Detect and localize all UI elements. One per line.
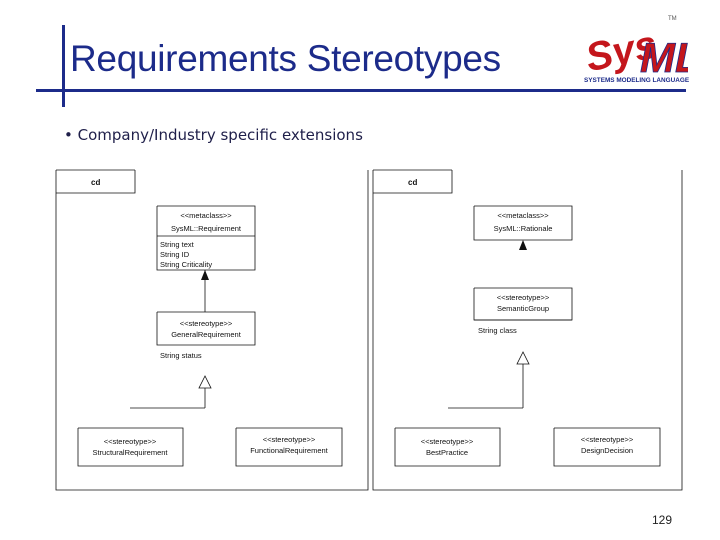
logo-ml-text: ML xyxy=(640,34,688,78)
right-child-1-name: BestPractice xyxy=(426,448,468,457)
left-child-box-1 xyxy=(77,427,184,467)
right-frame-label: cd xyxy=(408,178,417,187)
right-diagram xyxy=(372,169,683,491)
left-child-2-name: FunctionalRequirement xyxy=(250,446,328,455)
title-vertical-rule xyxy=(62,25,65,107)
right-frame-border xyxy=(372,170,683,491)
right-child-2-name: DesignDecision xyxy=(581,446,633,455)
left-child-box-2 xyxy=(235,427,343,467)
left-frame-border xyxy=(55,170,369,491)
left-metaclass-name: SysML::Requirement xyxy=(171,224,242,233)
right-generalization-triangle xyxy=(516,351,530,365)
left-general-name: GeneralRequirement xyxy=(171,330,242,339)
left-general-box xyxy=(156,311,256,346)
left-child-2-stereotype: <<stereotype>> xyxy=(263,435,316,444)
trademark-mark: TM xyxy=(668,16,677,22)
bullet-text: • Company/Industry specific extensions xyxy=(64,126,363,144)
left-metaclass-attr-2: String ID xyxy=(160,250,190,259)
title-horizontal-rule xyxy=(36,89,686,92)
left-child-1-stereotype: <<stereotype>> xyxy=(104,437,157,446)
right-child-box-2 xyxy=(553,427,661,467)
right-group-attr-1: String class xyxy=(478,326,517,335)
right-child-1-stereotype: <<stereotype>> xyxy=(421,437,474,446)
right-metaclass-name: SysML::Rationale xyxy=(494,224,553,233)
left-general-attr-1: String status xyxy=(160,351,202,360)
left-diagram xyxy=(55,169,369,491)
left-metaclass-attr-3: String Criticality xyxy=(160,260,212,269)
left-metaclass-attr-1: String text xyxy=(160,240,195,249)
left-metaclass-box xyxy=(156,205,256,271)
right-metaclass-stereotype: <<metaclass>> xyxy=(497,211,549,220)
left-generalization-triangle xyxy=(198,375,212,389)
right-metaclass-box xyxy=(473,205,573,241)
logo-tagline: SYSTEMS MODELING LANGUAGE xyxy=(584,77,690,84)
left-child-1-name: StructuralRequirement xyxy=(92,448,168,457)
left-general-stereotype: <<stereotype>> xyxy=(180,319,233,328)
left-frame-label: cd xyxy=(91,178,100,187)
right-group-name: SemanticGroup xyxy=(497,304,549,313)
right-child-2-stereotype: <<stereotype>> xyxy=(581,435,634,444)
sysml-logo: Sys ML xyxy=(584,23,688,78)
right-group-stereotype: <<stereotype>> xyxy=(497,293,550,302)
page-number: 129 xyxy=(651,513,672,527)
right-extension-arrowhead xyxy=(519,240,527,250)
left-metaclass-stereotype: <<metaclass>> xyxy=(180,211,232,220)
right-child-box-1 xyxy=(394,427,501,467)
page-title: Requirements Stereotypes xyxy=(70,38,501,79)
left-extension-arrowhead xyxy=(201,270,209,280)
